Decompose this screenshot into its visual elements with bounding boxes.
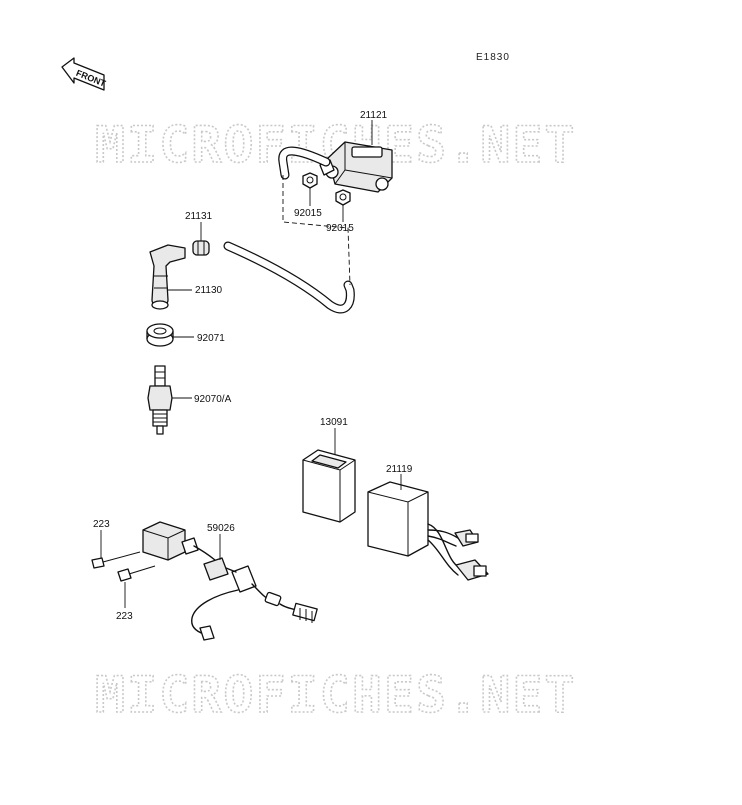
high-tension-lead bbox=[223, 146, 355, 314]
nut-92015-a bbox=[302, 172, 318, 189]
pulser-coil bbox=[142, 521, 216, 561]
watermark-bottom: MICROFICHES.NET bbox=[95, 666, 577, 724]
control-unit bbox=[367, 481, 489, 581]
label-223-b: 223 bbox=[116, 611, 133, 622]
routing-line bbox=[282, 175, 351, 286]
wiring-harness bbox=[190, 557, 318, 641]
screw-223-a bbox=[91, 551, 141, 569]
plug-washer bbox=[146, 323, 174, 347]
label-92070a: 92070/A bbox=[194, 394, 232, 405]
ignition-coil bbox=[319, 141, 393, 193]
label-223-a: 223 bbox=[93, 519, 110, 530]
reference-code: E1830 bbox=[476, 52, 510, 63]
spark-plug bbox=[147, 365, 173, 435]
label-21121: 21121 bbox=[360, 110, 388, 121]
label-59026: 59026 bbox=[207, 523, 235, 534]
label-21119: 21119 bbox=[386, 464, 413, 475]
label-21131: 21131 bbox=[185, 211, 213, 222]
spark-plug-cap bbox=[149, 244, 186, 310]
cap-seal bbox=[192, 240, 210, 256]
label-13091: 13091 bbox=[320, 417, 348, 428]
label-92015-a: 92015 bbox=[294, 208, 322, 219]
front-arrow-icon: FRONT bbox=[61, 57, 108, 91]
nut-92015-b bbox=[335, 189, 351, 206]
label-92015-b: 92015 bbox=[326, 223, 354, 234]
screw-223-b bbox=[117, 565, 156, 582]
label-92071: 92071 bbox=[197, 333, 225, 344]
label-21130: 21130 bbox=[195, 285, 223, 296]
cdi-box bbox=[302, 449, 356, 523]
